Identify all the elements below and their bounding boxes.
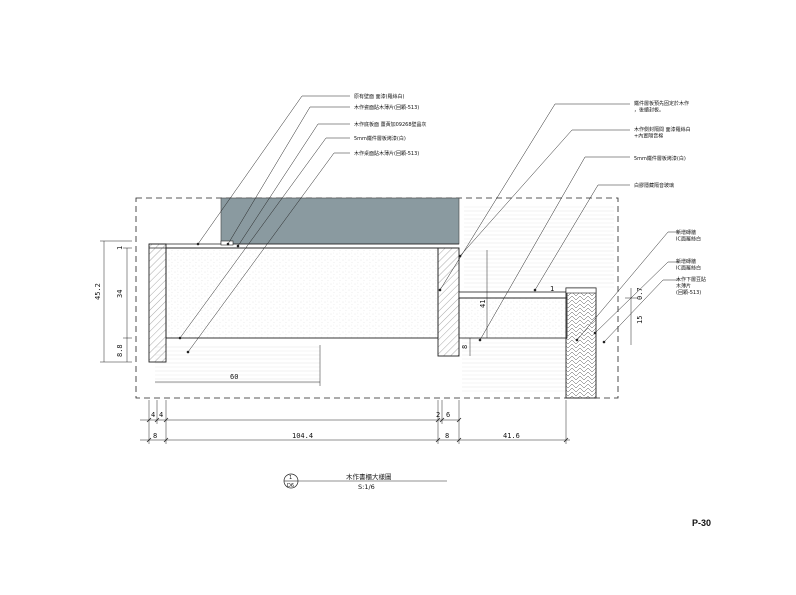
dim-8a: 8 [153,432,157,440]
leader-lines-right [439,103,680,343]
title-block: 1 D6 木作書櫃大樣圖 S:1/6 [283,472,447,491]
dim-45: 45.2 [94,283,102,300]
title-circle-bottom: D6 [287,483,294,489]
dimension-texts: 4 4 2 6 8 104.4 8 41.6 60 45.2 34 8.8 1 … [94,246,644,440]
desk-body [165,247,439,339]
dim-2: 2 [436,411,440,419]
dim-4b: 4 [159,411,163,419]
title-circle-top: 1 [289,475,292,481]
dim-center-41: 41 [479,300,487,308]
left-leg [148,243,167,363]
leader-dots-left [178,242,240,354]
callout-base-panel: 木作底板面 薑黃加09268壁晶灰 [354,121,427,128]
callout-shelf-fixed: 鐵件層板預先固定於木作，後續封板。 [634,100,689,114]
leader-dots-right [438,254,606,344]
page-number: P-30 [692,518,711,528]
drawing-scale: S:1/6 [358,483,375,491]
callout-desk-top: 木作桌面貼木薄片(回顆-513) [354,150,419,157]
dim-top-1: 1 [116,246,124,250]
callout-existing-wall: 原有壁面 面漆(羅絲白) [354,93,405,100]
leader-lines-left [179,95,350,353]
dim-34: 34 [116,290,124,298]
dim-60: 60 [230,373,238,381]
callout-lower-veneer: 木作下層豆貼木薄片(回顆-513) [676,276,706,296]
callouts-left: 原有壁面 面漆(羅絲白) 木作瓷面貼木薄片(回顆-513) 木作底板面 薑黃加0… [354,93,427,157]
dim-8-8: 8.8 [116,344,124,357]
floor-grain-right [462,338,566,393]
callout-wood-veneer: 木作瓷面貼木薄片(回顆-513) [354,104,419,111]
brick-wall [565,287,597,399]
wall-grain-right [464,204,614,288]
dim-41: 41.6 [503,432,520,440]
dimension-lines [100,240,637,444]
dim-center-8: 8 [461,345,469,349]
dim-8b: 8 [445,432,449,440]
dim-right-1: 1 [550,285,554,293]
callout-steel-shelf-right: 5mm鐵件層板烤漆(白) [634,155,686,162]
callout-side-partition: 木作側封隔間 面漆羅絲白+內置隔音棉 [634,126,691,140]
dim-6: 6 [446,411,450,419]
dim-4a: 4 [151,411,155,419]
right-cabinet [458,297,568,339]
callout-glass: 白膠隱藏隔音玻璃 [634,182,674,189]
callout-steel-shelf: 5mm鐵件層板烤漆(白) [354,135,406,142]
brick-cap [565,287,597,294]
dim-104: 104.4 [292,432,313,440]
dim-0-7: 0.7 [636,287,644,300]
existing-wall-block [220,197,460,245]
dim-15: 15 [636,316,644,324]
drawing-title: 木作書櫃大樣圖 [346,472,392,481]
callouts-right: 鐵件層板預先固定於木作，後續封板。 木作側封隔間 面漆羅絲白+內置隔音棉 5mm… [634,100,706,296]
dimension-ticks [146,417,569,443]
shelf-stub [220,240,234,246]
floor-grain [155,345,320,385]
